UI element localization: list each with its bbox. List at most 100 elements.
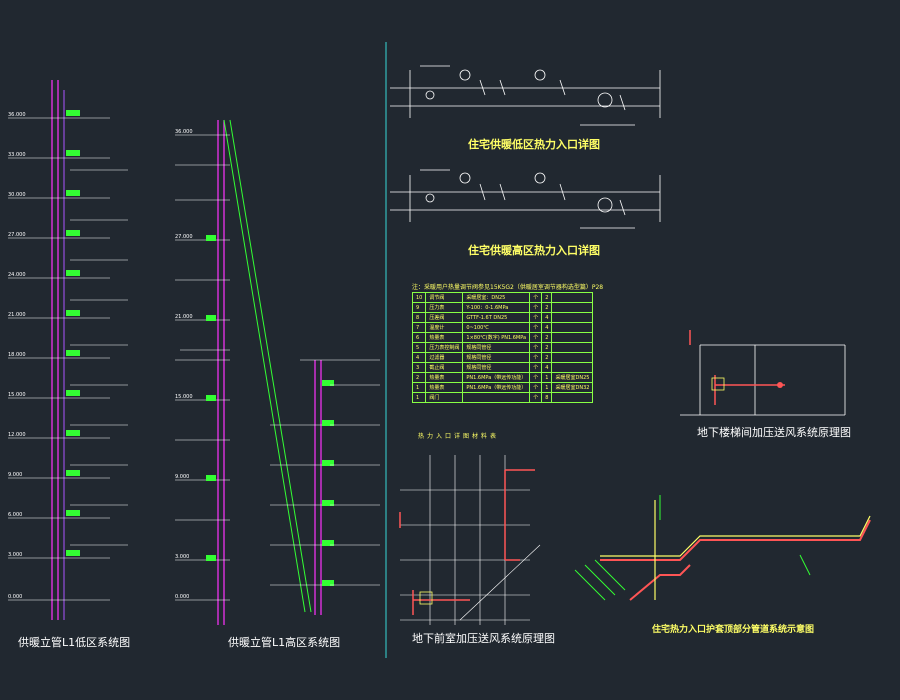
table-cell: 2 [411, 372, 427, 383]
level-label: 30.000 [8, 192, 26, 198]
table-cell: 规格同管径 [462, 352, 531, 363]
front-room-fan-title: 地下前室加压送风系统原理图 [412, 632, 555, 645]
table-cell: 采暖居室DN32 [551, 382, 594, 393]
level-label: 27.000 [175, 234, 193, 240]
level-label: 3.000 [8, 552, 23, 558]
riser-high-zone [175, 119, 380, 625]
table-cell: 8 [411, 312, 427, 323]
table-cell: 8 [541, 392, 553, 403]
table-cell: 规格同管径 [462, 362, 531, 373]
table-cell: 9 [411, 302, 427, 313]
table-cell: 个 [529, 362, 543, 373]
stair-fan-diagram [680, 330, 846, 416]
table-cell [551, 342, 594, 353]
entry-detail-high [390, 169, 661, 229]
level-label: 0.000 [175, 594, 190, 600]
level-label: 3.000 [175, 554, 190, 560]
level-label: 12.000 [8, 432, 26, 438]
level-label: 36.000 [175, 129, 193, 135]
level-label: 24.000 [8, 272, 26, 278]
table-cell: 个 [529, 312, 543, 323]
level-label: 15.000 [175, 394, 193, 400]
table-cell: 个 [529, 392, 543, 403]
table-cell: 个 [529, 352, 543, 363]
level-label: 36.000 [8, 112, 26, 118]
level-label: 0.000 [8, 594, 23, 600]
table-cell: 阀门 [425, 392, 464, 403]
table-cell [551, 332, 594, 343]
table-cell: 个 [529, 382, 543, 393]
table-cell: 6 [411, 332, 427, 343]
table-cell: 过滤器 [425, 352, 464, 363]
level-label: 9.000 [8, 472, 23, 478]
table-cell: 个 [529, 342, 543, 353]
table-cell: 2 [541, 292, 553, 303]
table-cell: 调节阀 [425, 292, 464, 303]
entry-detail-low [390, 65, 661, 126]
table-cell: 压差阀 [425, 312, 464, 323]
entry-high-title: 住宅供暖高区热力入口详图 [468, 244, 600, 257]
table-cell: 1 [541, 372, 553, 383]
table-cell: 规格同管径 [462, 342, 531, 353]
level-label: 15.000 [8, 392, 26, 398]
table-cell: 3 [411, 362, 427, 373]
table-cell: 个 [529, 292, 543, 303]
pipe-isometric [574, 495, 871, 601]
table-cell: 7 [411, 322, 427, 333]
table-cell: 10 [411, 292, 427, 303]
table-cell: 温度计 [425, 322, 464, 333]
table-cell: 1×80℃(数字) PN1.6MPa [462, 332, 531, 343]
table-cell: 2 [541, 352, 553, 363]
pipe-iso-title: 住宅热力入口护套顶部分管道系统示意图 [652, 625, 815, 635]
table-cell: 采暖居室：DN25 [462, 292, 531, 303]
table-cell: 压力表 [425, 302, 464, 313]
table-cell [462, 392, 531, 403]
level-label: 18.000 [8, 352, 26, 358]
front-room-fan-diagram [399, 455, 541, 625]
table-cell: 0~100℃ [462, 322, 531, 333]
table-cell: 热量表 [425, 382, 464, 393]
entry-low-title: 住宅供暖低区热力入口详图 [468, 138, 600, 151]
level-label: 9.000 [175, 474, 190, 480]
table-cell: 1 [411, 392, 427, 403]
riser-low-title: 供暖立管L1低区系统图 [18, 636, 131, 649]
table-cell: 2 [541, 342, 553, 353]
table-caption: 热力入口详图材料表 [418, 433, 500, 440]
level-label: 6.000 [8, 512, 23, 518]
table-cell: 热量表 [425, 332, 464, 343]
table-cell [551, 362, 594, 373]
table-cell: 1 [541, 382, 553, 393]
table-cell: GTTF-1.6T DN25 [462, 312, 531, 323]
table-cell: 压力表控制阀 [425, 342, 464, 353]
table-cell: 个 [529, 302, 543, 313]
table-cell: 4 [541, 312, 553, 323]
level-label: 27.000 [8, 232, 26, 238]
table-cell: 个 [529, 322, 543, 333]
riser-low-zone [8, 80, 128, 620]
table-cell: 4 [541, 322, 553, 333]
table-cell: 热量表 [425, 372, 464, 383]
table-cell: PN1.6MPa（带远传功能） [462, 382, 531, 393]
table-cell: 1 [411, 382, 427, 393]
level-label: 21.000 [8, 312, 26, 318]
table-cell [551, 322, 594, 333]
table-cell [551, 312, 594, 323]
table-cell: 4 [411, 352, 427, 363]
table-cell: 截止阀 [425, 362, 464, 373]
table-cell: 个 [529, 332, 543, 343]
table-cell [551, 352, 594, 363]
table-cell: Y-100：0-1.6MPa [462, 302, 531, 313]
table-cell: 2 [541, 302, 553, 313]
